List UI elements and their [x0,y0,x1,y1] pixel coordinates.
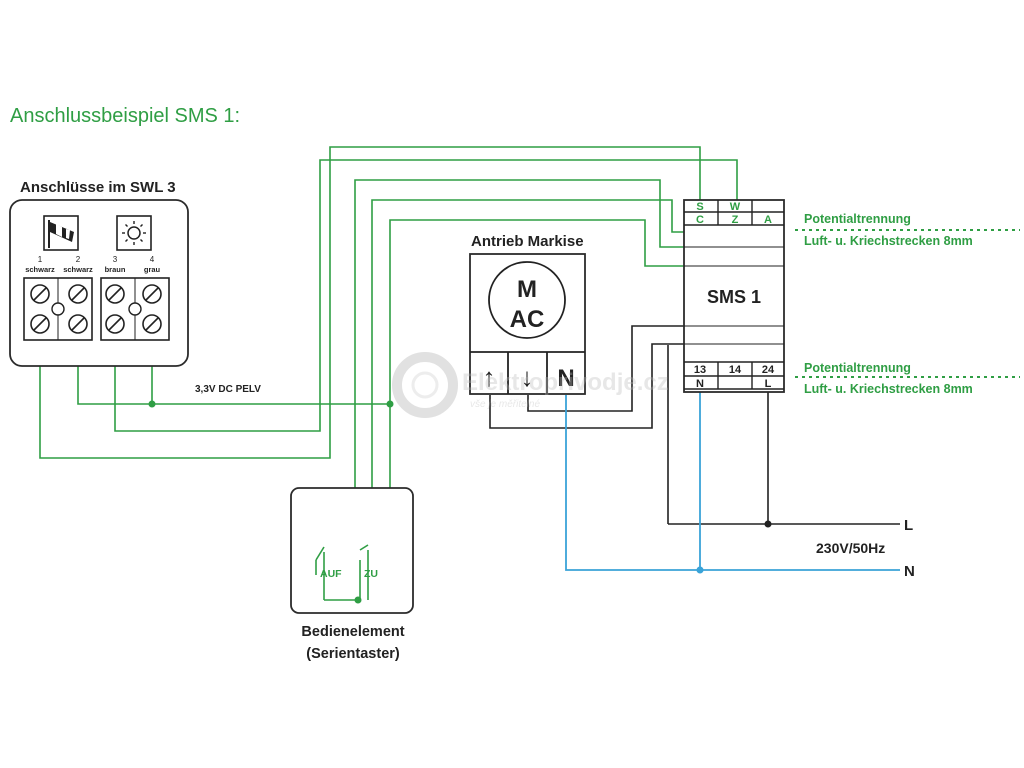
terminal-num-2: 2 [76,255,81,264]
isolation-bottom-line2: Luft- u. Kriechstrecken 8mm [804,382,973,396]
sms-terminal-w: W [730,201,741,213]
watermark-tagline: vše je měřitelné [470,399,540,410]
sms-terminal-z: Z [732,214,739,226]
screw-icons [30,284,162,334]
supply-l-label: L [904,517,913,534]
sms-terminal-24: 24 [762,364,775,376]
motor-m-label: M [517,276,537,303]
sms-terminal-l: L [765,378,772,390]
terminal-num-3: 3 [113,255,118,264]
zu-switch-icon [359,544,369,600]
switch-title-line1: Bedienelement [301,624,404,640]
motor-box: Antrieb Markise M AC ↑ ↓ N [469,233,586,395]
sun-icon [116,215,152,251]
auf-label: AUF [320,568,342,580]
isolation-bottom-line1: Potentialtrennung [804,361,911,375]
swl3-title: Anschlüsse im SWL 3 [20,179,176,196]
diagram-title: Anschlussbeispiel SMS 1: [10,105,240,127]
sms-terminal-13: 13 [694,364,706,376]
sms-terminal-n: N [696,378,704,390]
motor-up-terminal: ↑ [483,362,496,392]
supply-n-label: N [904,563,915,580]
motor-ac-label: AC [510,306,545,333]
motor-n-terminal: N [557,365,574,392]
terminal-num-1: 1 [38,255,43,264]
sms-title: SMS 1 [707,287,761,307]
auf-switch-icon [315,546,358,601]
terminal-color-4: grau [144,265,161,274]
sms1-box: S W C Z A SMS 1 13 14 24 N L [683,199,785,393]
sms-terminal-a: A [764,214,772,226]
sms-terminal-c: C [696,214,704,226]
terminal-color-2: schwarz [63,265,93,274]
terminal-color-1: schwarz [25,265,55,274]
terminal-color-3: braun [105,265,126,274]
zu-label: ZU [364,568,378,580]
swl3-box: Anschlüsse im SWL 3 1 [9,179,189,367]
motor-down-terminal: ↓ [521,362,534,392]
watermark-name: Elektroprivodje.cz [462,369,669,396]
supply-voltage-label: 230V/50Hz [816,540,885,556]
windsock-icon [43,215,79,251]
switch-title-line2: (Serientaster) [306,646,400,662]
supply-wires [565,345,900,574]
watermark: Elektroprivodje.cz vše je měřitelné [392,352,669,418]
pelv-label: 3,3V DC PELV [195,384,261,395]
sms-terminal-14: 14 [729,364,742,376]
switch-box: AUF ZU Bedienelement (Serientaster) [290,487,414,662]
isolation-top-line1: Potentialtrennung [804,212,911,226]
terminal-num-4: 4 [150,255,155,264]
isolation-top-line2: Luft- u. Kriechstrecken 8mm [804,234,973,248]
motor-title: Antrieb Markise [471,233,584,250]
sms-terminal-s: S [696,201,703,213]
